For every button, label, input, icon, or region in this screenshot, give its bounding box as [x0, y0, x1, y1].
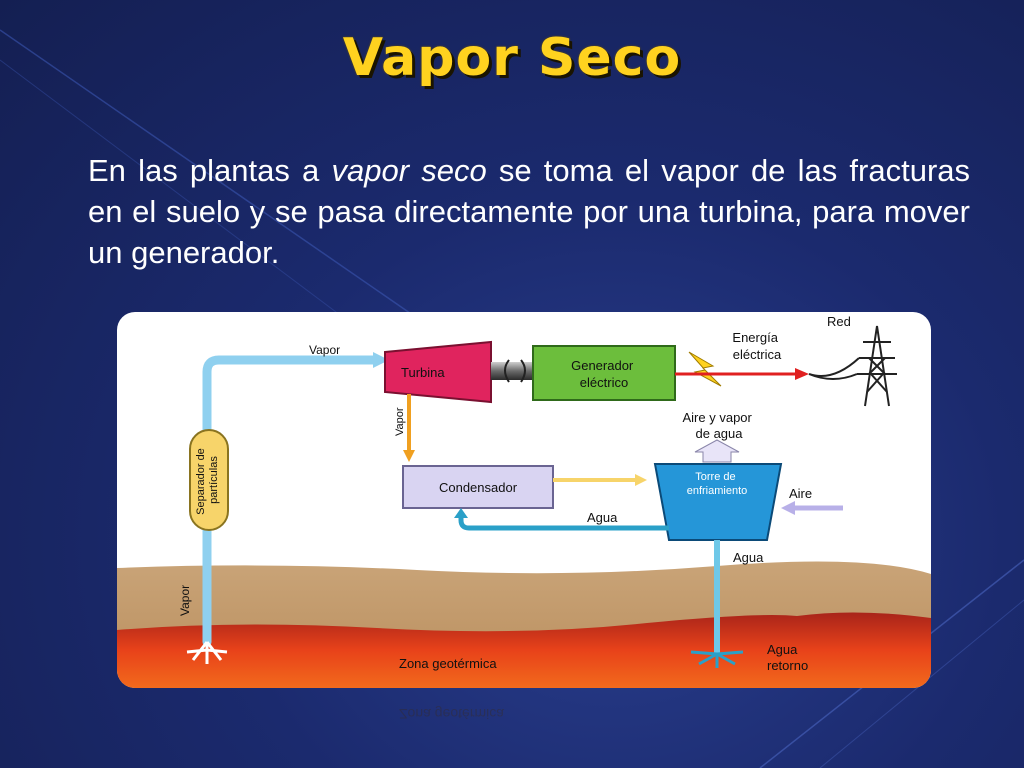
- energy-label-2: eléctrica: [733, 347, 782, 362]
- svg-text:Agua retorno: Agua retorno: [767, 642, 808, 673]
- generator: [532, 345, 676, 401]
- steam-source-icon: [186, 641, 228, 664]
- svg-text:Torre de enfriamiento: Torre de enfriamiento: [687, 471, 748, 497]
- geothermal-zone: [117, 612, 931, 688]
- turbine-label: Turbina: [401, 365, 445, 380]
- diagram-frame: Separador de partículas Vapor Vapor Turb…: [117, 312, 931, 688]
- label-vapor-down: Vapor: [394, 407, 406, 436]
- tower-label-1: Torre de: [695, 471, 735, 483]
- air-in-arrowhead: [781, 501, 795, 515]
- turbine: [384, 340, 492, 404]
- air-vapor-up-arrow: [694, 439, 740, 463]
- steam-pipe: [202, 355, 380, 647]
- air-vapor-label-1: Aire y vapor: [683, 410, 753, 425]
- label-vapor-top: Vapor: [309, 343, 340, 357]
- water-label-return: Agua: [587, 510, 618, 525]
- label-vapor-well: Vapor: [178, 585, 192, 616]
- geothermal-diagram: Separador de partículas Vapor Vapor Turb…: [117, 314, 931, 688]
- water-return-label-2: retorno: [767, 658, 808, 673]
- energy-label-1: Energía: [732, 330, 778, 345]
- tower-label-2: enfriamiento: [687, 485, 748, 497]
- slide-title: Vapor Seco: [342, 28, 682, 88]
- air-label: Aire: [789, 486, 812, 501]
- diagram-reflection: Zona geotérmica: [117, 692, 931, 768]
- paragraph-emphasis: vapor seco: [331, 153, 487, 188]
- generator-label-2: eléctrico: [580, 375, 628, 390]
- paragraph-end: se toma el vapor de las fracturas en el …: [88, 153, 971, 270]
- power-tower-icon: [808, 325, 897, 407]
- condenser-label: Condensador: [439, 480, 518, 495]
- water-injection-icon: [690, 650, 744, 668]
- water-return-label-1: Agua: [767, 642, 798, 657]
- paragraph-start: En las plantas a: [88, 153, 332, 188]
- air-vapor-label-2: de agua: [696, 426, 744, 441]
- turbine-shaft: [491, 362, 533, 380]
- water-return-pipe: [458, 514, 669, 531]
- svg-text:Generador eléctrico: Generador eléctrico: [571, 358, 637, 390]
- condenser-to-tower-arrowhead: [635, 474, 647, 486]
- particle-separator: [189, 429, 229, 531]
- generator-label-1: Generador: [571, 358, 634, 373]
- slide-paragraph: En las plantas a vapor seco se toma el v…: [88, 150, 970, 273]
- rotation-icon: [504, 359, 526, 383]
- separator-label-2: partículas: [208, 456, 220, 504]
- geothermal-zone-label: Zona geotérmica: [399, 656, 497, 671]
- svg-text:Separador de partícula: Separador de partículas: [195, 445, 220, 515]
- energy-arrowhead: [795, 368, 809, 380]
- svg-text:Energía eléctrica: Energía eléctrica: [732, 330, 782, 362]
- vapor-down-arrowhead: [403, 450, 415, 462]
- lightning-icon: [688, 351, 722, 387]
- reflection-label: Zona geotérmica: [399, 706, 505, 722]
- water-label-down: Agua: [733, 550, 764, 565]
- condenser: [402, 465, 554, 509]
- water-return-arrowhead: [454, 508, 468, 518]
- svg-text:Aire y vapor de agua: Aire y vapor de agua: [683, 410, 756, 441]
- grid-label: Red: [827, 314, 851, 329]
- cooling-tower: [653, 463, 783, 541]
- steam-pipe-arrowhead: [373, 352, 389, 368]
- separator-label-1: Separador de: [195, 448, 207, 515]
